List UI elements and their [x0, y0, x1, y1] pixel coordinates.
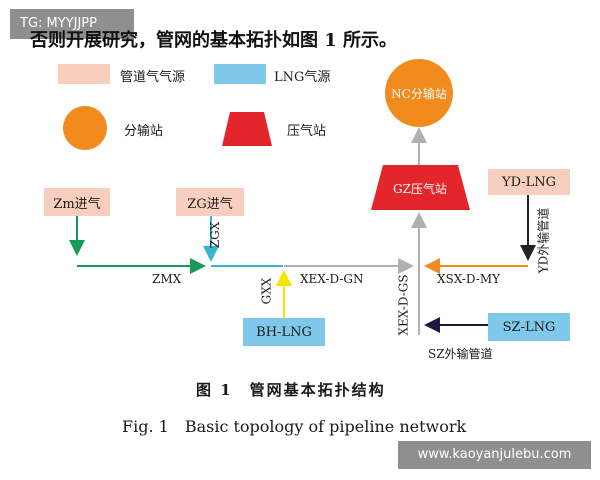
- legend-label-compressor-station: 压气站: [287, 124, 327, 139]
- edge-label-gxx: GXX: [259, 277, 274, 305]
- legend-swatch-lng-source: [214, 64, 266, 84]
- node-yd-lng: YD-LNG: [488, 169, 570, 195]
- watermark-bottom-right: www.kaoyanjulebu.com: [398, 441, 591, 469]
- edge-label-xex-d-gn: XEX-D-GN: [300, 272, 364, 286]
- legend-label-distribution-station: 分输站: [124, 124, 164, 139]
- edge-label-yd-branch: YD外输管道: [536, 207, 551, 274]
- legend-label-lng-source: LNG气源: [274, 70, 331, 85]
- legend-swatch-pipeline-source: [58, 64, 110, 84]
- node-bh-lng: BH-LNG: [243, 318, 325, 346]
- edge-label-xex-d-gs: XEX-D-GS: [396, 274, 411, 336]
- nc-distribution-station-icon: [385, 59, 453, 127]
- cut-off-paragraph-text: 否则开展研究，管网的基本拓扑如图 1 所示。: [30, 30, 398, 50]
- label-nc-distribution-station: NC分输站: [391, 87, 447, 101]
- label-gz-compressor-station: GZ压气站: [393, 181, 447, 196]
- gz-compressor-station-icon: [371, 165, 470, 210]
- edge-label-xsx-d-my: XSX-D-MY: [437, 272, 501, 286]
- legend-label-pipeline-source: 管道气气源: [120, 70, 186, 85]
- edge-label-zmx: ZMX: [152, 272, 182, 286]
- legend-distribution-station-icon: [63, 106, 107, 150]
- edge-label-zgx: ZGX: [208, 221, 223, 249]
- caption-chinese: 图 1 管网基本拓扑结构: [196, 381, 386, 399]
- legend-compressor-station-icon: [222, 112, 272, 146]
- node-zm-inlet: Zm进气: [44, 188, 110, 216]
- caption-english: Fig. 1 Basic topology of pipeline networ…: [122, 417, 467, 436]
- watermark-top-left: TG: MYYJJPP: [10, 9, 134, 39]
- edge-label-sz-branch: SZ外输管道: [428, 347, 493, 361]
- node-zg-inlet: ZG进气: [176, 188, 244, 216]
- node-sz-lng: SZ-LNG: [488, 313, 570, 341]
